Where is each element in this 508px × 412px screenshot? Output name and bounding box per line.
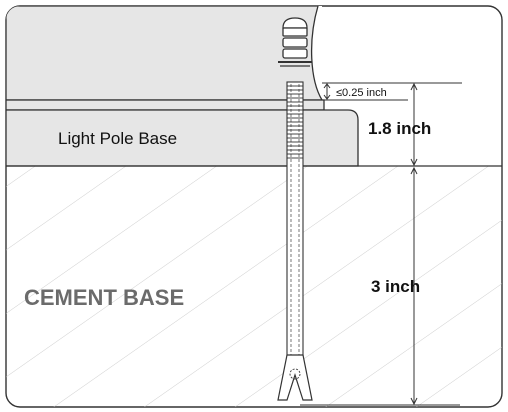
cement-base [6, 166, 502, 407]
bottom-dimension-label: 3 inch [371, 277, 420, 296]
pole-flange [6, 99, 325, 111]
top-dimension [408, 82, 462, 167]
pole-body [6, 6, 324, 101]
bottom-dimension [300, 166, 460, 406]
cement-base-label: CEMENT BASE [24, 285, 184, 310]
anchor-bolt [277, 81, 313, 401]
light-pole-base [6, 109, 359, 167]
top-dimension-label: 1.8 inch [368, 119, 431, 138]
gap-dimension [322, 82, 408, 101]
pole-base-label: Light Pole Base [58, 129, 177, 148]
nut-icon [278, 17, 312, 67]
gap-label: ≤0.25 inch [336, 87, 387, 99]
